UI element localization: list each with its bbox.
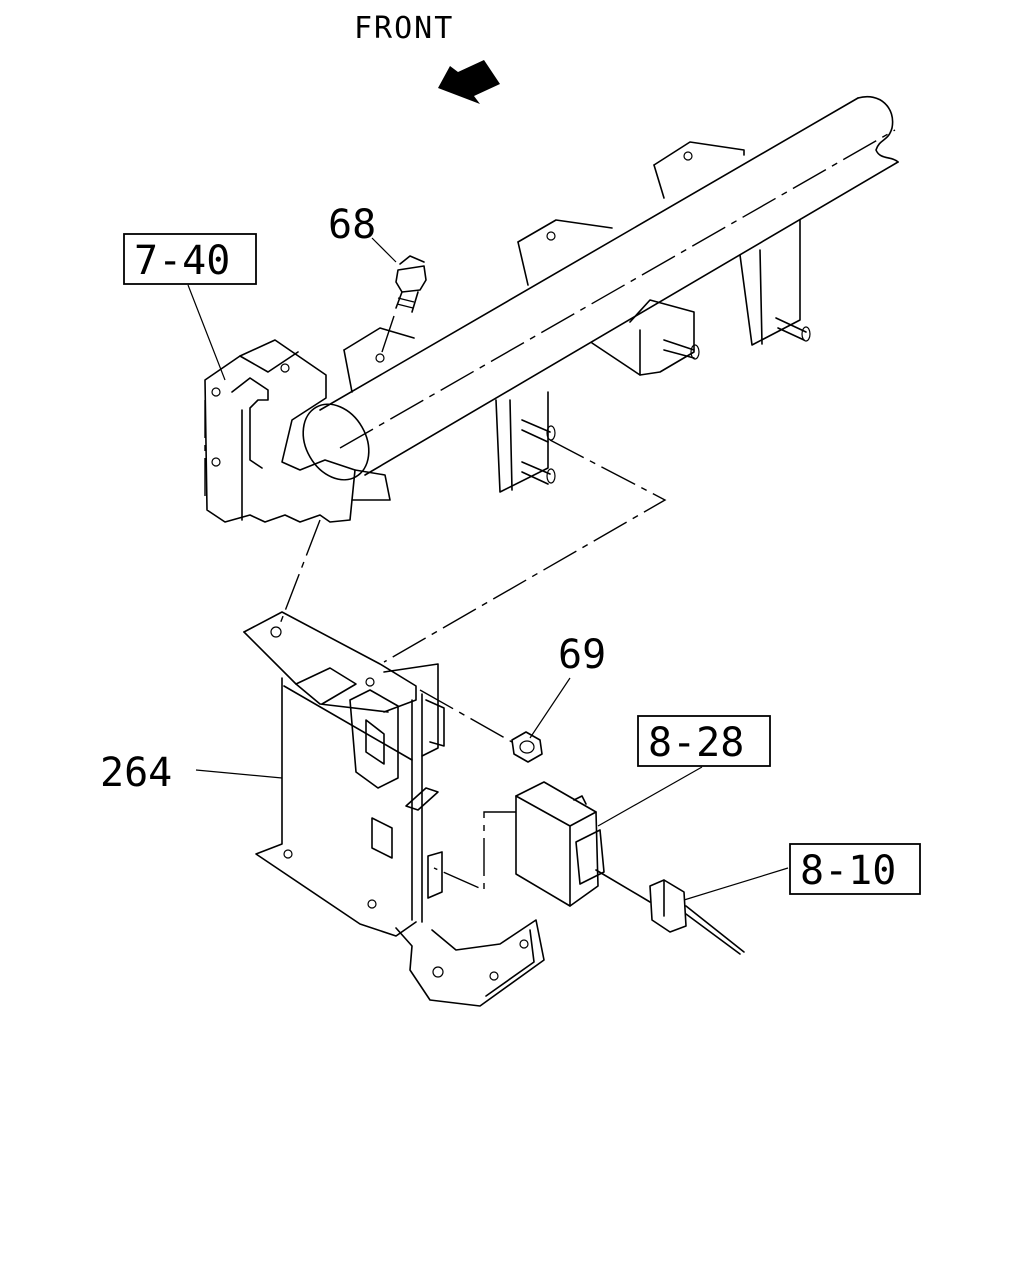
part-label-68: 68 [328, 202, 376, 248]
harness-connector-8-10 [595, 869, 745, 955]
callout-7-40: 7-40 [123, 233, 257, 285]
part-label-264: 264 [100, 750, 172, 796]
callout-8-10: 8-10 [789, 843, 921, 895]
cross-member-tube [302, 95, 899, 481]
leader-lines [187, 237, 789, 901]
bolt-68 [379, 255, 427, 359]
ref-label-8-28: 8-28 [648, 720, 744, 766]
mounting-block-7-40 [204, 339, 391, 523]
control-module-8-28 [515, 781, 605, 907]
bracket-264 [243, 611, 545, 1007]
mounting-studs [521, 317, 811, 485]
tube-mount-brackets [343, 141, 801, 493]
assembly-lines [279, 439, 667, 892]
ref-label-8-10: 8-10 [800, 848, 896, 894]
front-arrow-icon [438, 60, 500, 104]
nut-69 [511, 731, 543, 763]
front-label: FRONT [354, 11, 454, 46]
part-label-69: 69 [558, 632, 606, 678]
callout-8-28: 8-28 [637, 715, 771, 767]
ref-label-7-40: 7-40 [134, 238, 230, 284]
